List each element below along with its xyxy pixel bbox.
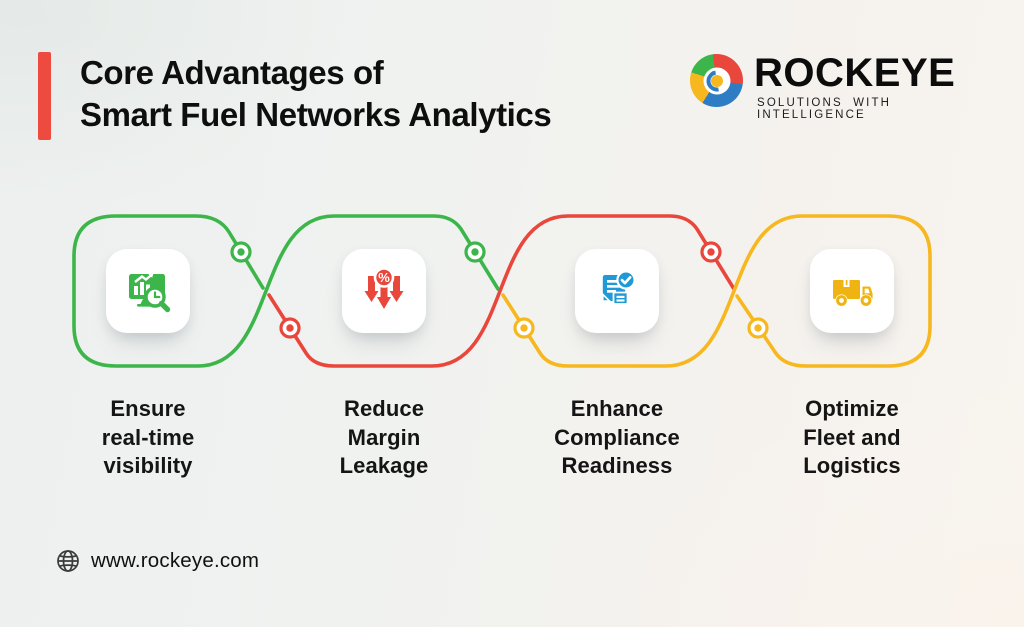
advantage-label-fleet: Optimize Fleet and Logistics [803, 396, 901, 478]
globe-icon [57, 550, 79, 572]
page-title: Core Advantages of Smart Fuel Networks A… [80, 52, 552, 136]
compliance-document-check-icon [602, 270, 636, 305]
brand-name: ROCKEYE [754, 51, 956, 95]
red-node-1 [279, 317, 301, 339]
rockeye-swirl-logo-icon [690, 54, 743, 107]
analytics-dashboard-icon [129, 273, 171, 313]
yellow-node-2 [747, 317, 769, 339]
green-node-2 [464, 241, 486, 263]
advantage-card-margin: % [342, 249, 426, 333]
swirl-center-dot [710, 74, 723, 87]
brand-logo: ROCKEYE SOLUTIONS WITH INTELLIGENCE [690, 51, 990, 121]
advantage-card-compliance [575, 249, 659, 333]
green-node-1 [230, 241, 252, 263]
brand-tagline: SOLUTIONS WITH INTELLIGENCE [757, 97, 892, 121]
advantage-label-compliance: Enhance Compliance Readiness [554, 396, 680, 478]
advantage-card-visibility [106, 249, 190, 333]
advantage-label-visibility: Ensure real-time visibility [101, 396, 195, 478]
red-loop-path [267, 214, 736, 368]
advantage-card-fleet [810, 249, 894, 333]
page-title-line2: Smart Fuel Networks Analytics [80, 96, 552, 133]
footer: www.rockeye.com [56, 549, 259, 573]
red-node-2 [700, 241, 722, 263]
margin-drop-percent-icon: % [364, 267, 404, 309]
title-accent-bar [38, 52, 51, 140]
page-title-line1: Core Advantages of [80, 54, 384, 91]
svg-text:%: % [378, 270, 390, 285]
advantage-label-margin: Reduce Margin Leakage [339, 396, 429, 478]
website-url: www.rockeye.com [91, 549, 260, 572]
delivery-truck-icon [833, 280, 873, 307]
yellow-node-1 [513, 317, 535, 339]
chain-node-markers [230, 241, 769, 339]
